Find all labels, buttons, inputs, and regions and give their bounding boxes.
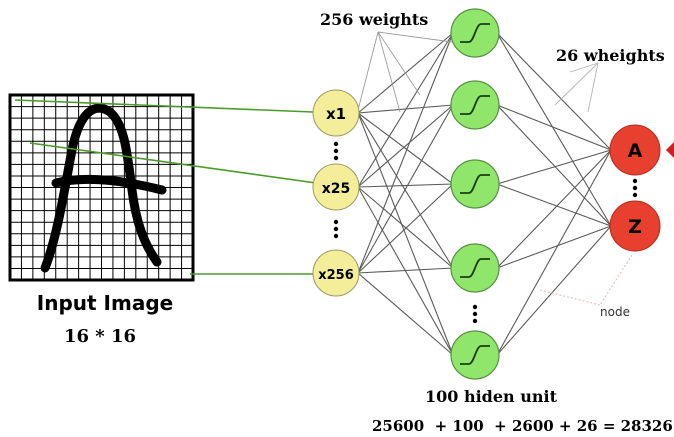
hidden-output-connections — [496, 32, 612, 356]
sigmoid-icon — [460, 95, 490, 115]
connection-line — [357, 186, 454, 269]
output-weights-label: 26 wheights — [556, 46, 665, 65]
connection-line — [357, 104, 454, 274]
sigmoid-icon — [460, 258, 490, 278]
connection-line — [496, 32, 612, 151]
image-to-input-links — [14, 99, 317, 275]
sigmoid-icon — [460, 345, 490, 365]
output-weights-pointers — [554, 62, 599, 113]
connection-line — [357, 32, 454, 188]
input-node-x1-label: x1 — [326, 105, 346, 123]
node-pointers — [539, 254, 633, 306]
hidden-node — [450, 8, 500, 58]
connection-line — [357, 183, 454, 274]
output-node-z-label: Z — [628, 216, 642, 238]
hidden-layer — [450, 8, 500, 380]
connection-line — [496, 104, 612, 227]
connection-line — [357, 272, 454, 356]
connection-line — [496, 183, 612, 227]
hidden-node — [450, 159, 500, 209]
output-ellipsis-dots — [632, 178, 638, 198]
input-weights-label: 256 weights — [320, 10, 428, 29]
input-node-x25: x25 — [312, 163, 360, 211]
hidden-node — [450, 330, 500, 380]
connection-line — [496, 32, 612, 227]
connection-line — [496, 225, 612, 356]
input-image-title: Input Image — [37, 291, 173, 315]
hidden-node — [450, 243, 500, 293]
connection-line — [496, 149, 612, 356]
input-layer: x1 x25 x256 — [312, 89, 360, 297]
connection-line — [496, 225, 612, 269]
output-arrow-marker — [666, 142, 674, 158]
connection-line — [357, 112, 454, 185]
input-image-size: 16 * 16 — [64, 326, 136, 347]
input-node-x1: x1 — [312, 89, 360, 137]
output-node-a-label: A — [628, 140, 643, 162]
input-node-x256: x256 — [312, 249, 360, 297]
connection-line — [357, 112, 454, 269]
connection-line — [357, 32, 454, 274]
connection-line — [496, 149, 612, 269]
input-image — [8, 93, 195, 282]
hidden-ellipsis-dots — [472, 304, 478, 324]
input-ellipsis-dots — [333, 141, 339, 239]
sigmoid-icon — [460, 23, 490, 43]
node-label: node — [600, 305, 630, 319]
output-node-z: Z — [609, 200, 661, 252]
connection-line — [357, 104, 454, 188]
input-node-x25-label: x25 — [322, 181, 351, 197]
sigmoid-icon — [460, 174, 490, 194]
input-weights-pointers — [357, 31, 453, 113]
handwritten-letter — [40, 103, 167, 273]
hidden-units-label: 100 hiden unit — [425, 387, 558, 406]
connection-line — [496, 149, 612, 185]
output-layer: A Z — [609, 124, 674, 252]
connection-line — [496, 104, 612, 151]
connection-line — [357, 183, 454, 188]
output-node-a: A — [609, 124, 661, 176]
connection-line — [357, 267, 454, 274]
connection-line — [357, 112, 454, 356]
parameter-count-equation: 25600 + 100 + 2600 + 26 = 28326 — [372, 417, 673, 435]
hidden-node — [450, 80, 500, 130]
input-hidden-connections — [357, 32, 454, 356]
input-node-x256-label: x256 — [318, 268, 354, 283]
